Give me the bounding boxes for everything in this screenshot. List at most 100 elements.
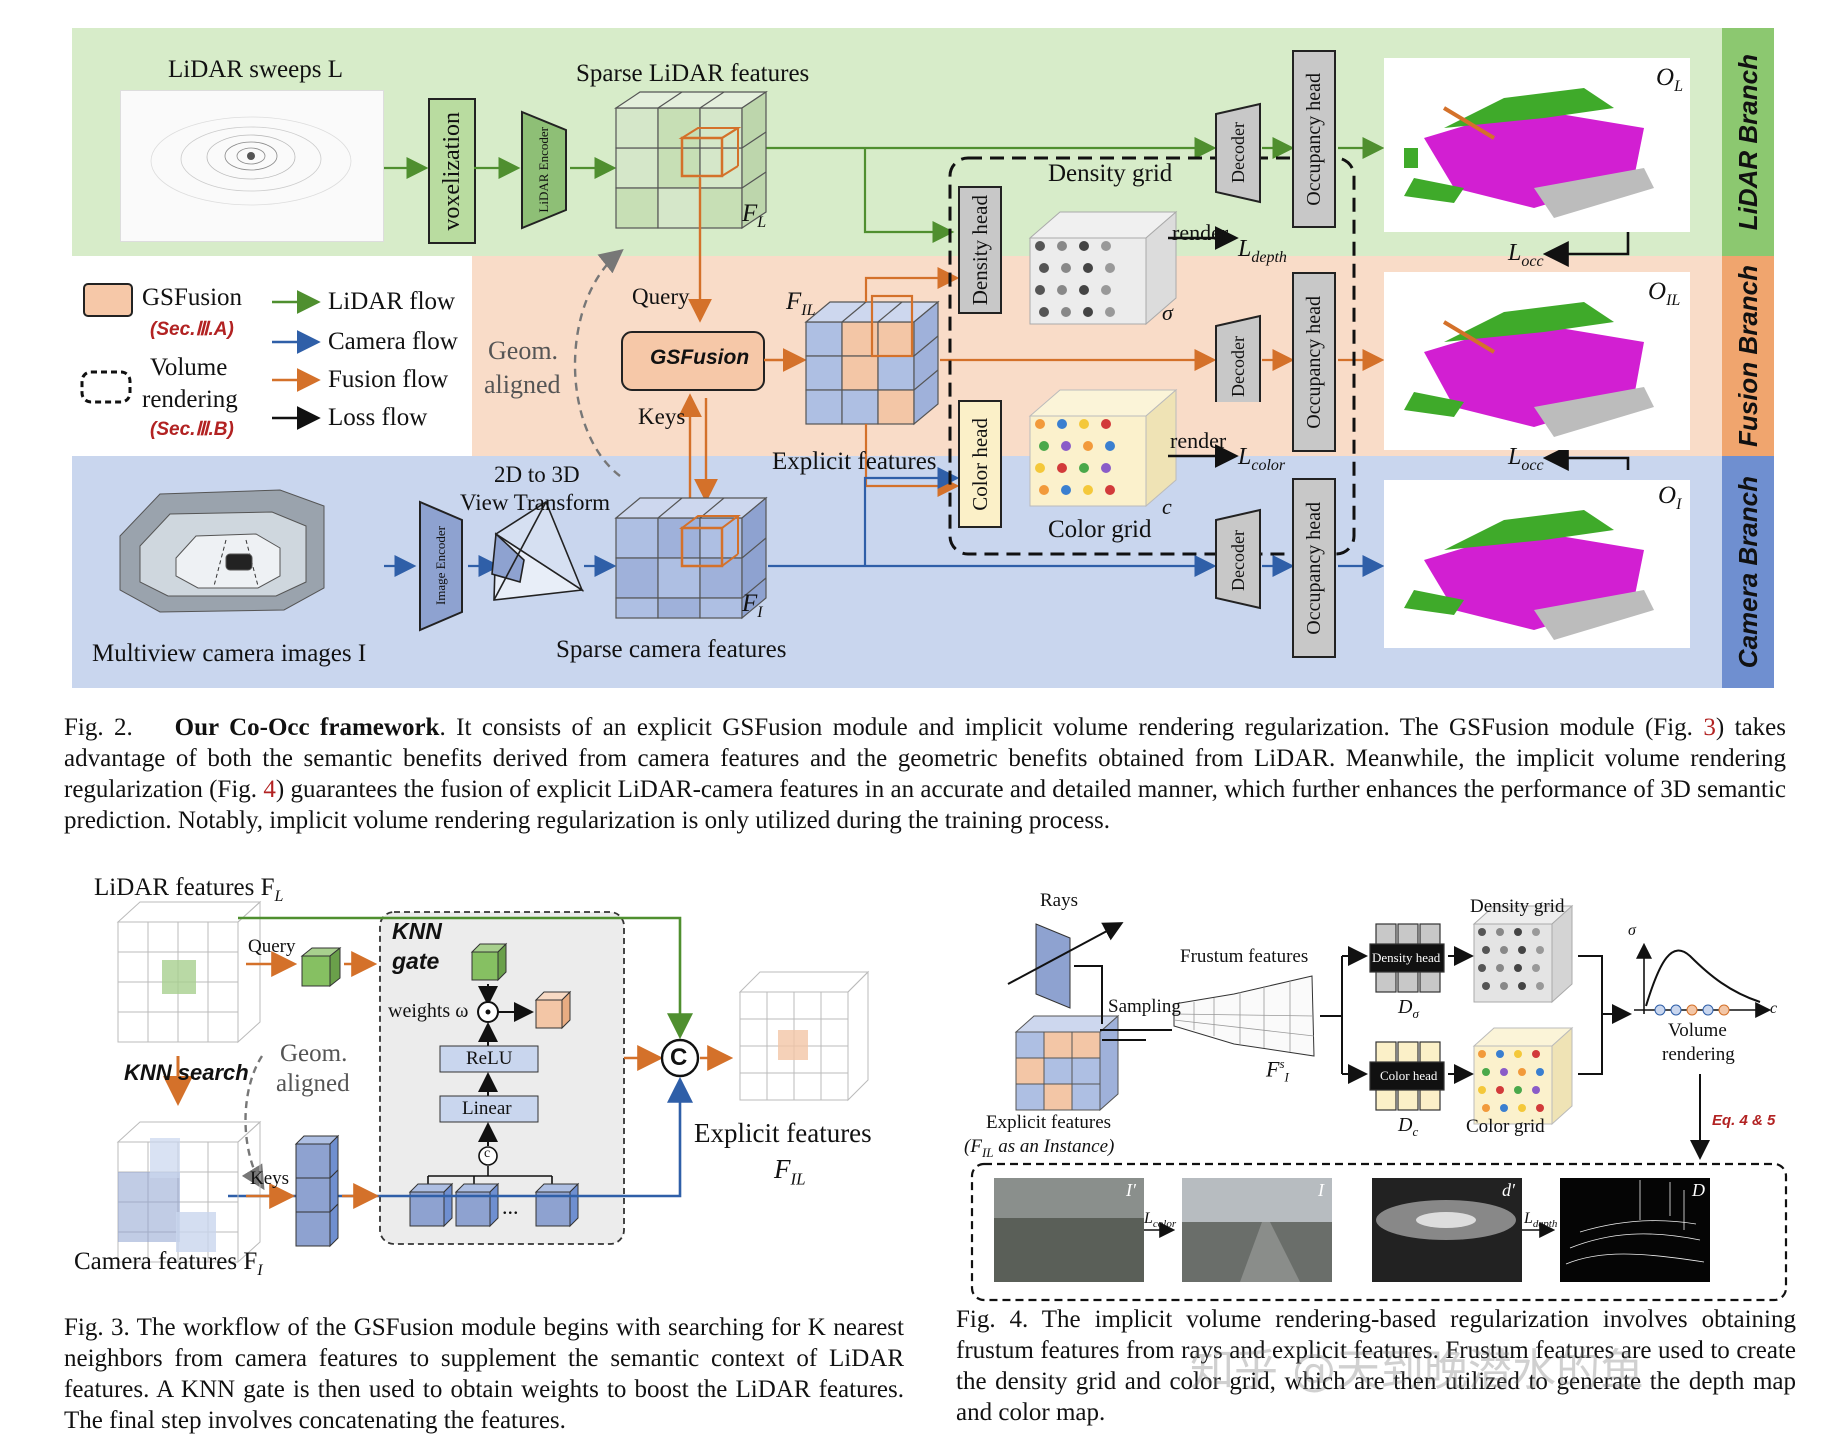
o-l-label: OL (1656, 64, 1683, 95)
fig4-frustum-label: Frustum features (1180, 946, 1309, 967)
grid-dot (1478, 928, 1486, 936)
density-head: Density head (958, 186, 1002, 314)
fig3: LiDAR features FL (0, 860, 920, 1440)
grid-dot (1035, 419, 1045, 429)
color-grid-label: Color grid (1048, 516, 1152, 543)
fig4-c-label: c (1770, 1000, 1778, 1017)
fig4-color-grid-label: Color grid (1466, 1116, 1545, 1137)
grid-dot (1536, 1104, 1544, 1112)
grid-dot (1083, 263, 1093, 273)
color-grid-points (1035, 419, 1115, 495)
grid-dot (1482, 946, 1490, 954)
c-label: c (1162, 494, 1172, 519)
grid-dot (1079, 463, 1089, 473)
fig4-d-c-label: Dc (1398, 1114, 1419, 1139)
image-encoder: Image Encoder (433, 526, 448, 606)
l-occ-label-2: Locc (1508, 444, 1544, 474)
legend-camera-flow: Camera flow (328, 328, 458, 355)
grid-dot (1482, 982, 1490, 990)
legend-gsfusion-ref: (Sec.Ⅲ.A) (150, 319, 234, 340)
grid-dot (1514, 964, 1522, 972)
2d-3d-label: 2D to 3D (494, 462, 580, 487)
grid-dot (1482, 1104, 1490, 1112)
fig4-caption: Fig. 4. The implicit volume rendering-ba… (956, 1306, 1796, 1426)
fig4-l-depth: Ldepth (1524, 1210, 1558, 1231)
grid-dot (1514, 928, 1522, 936)
grid-dot (1039, 263, 1049, 273)
grid-dot (1101, 285, 1111, 295)
grid-dot (1105, 307, 1115, 317)
fig3-dots: ... (502, 1194, 519, 1219)
color-head: Color head (958, 400, 1002, 528)
fig2-graphics (80, 90, 1630, 632)
grid-dot (1496, 928, 1504, 936)
density-grid-label: Density grid (1048, 160, 1173, 187)
fusion-branch-tab: Fusion Branch (1722, 256, 1774, 456)
grid-dot (1478, 1050, 1486, 1058)
fig4-d-sigma-label: Dσ (1398, 996, 1419, 1021)
occupancy-head-camera: Occupancy head (1292, 478, 1336, 658)
grid-dot (1500, 1068, 1508, 1076)
grid-dot (1518, 946, 1526, 954)
grid-dot (1536, 1068, 1544, 1076)
occ-output-fusion (1384, 272, 1690, 450)
l-color-label: Lcolor (1238, 444, 1286, 474)
fig3-relu-label: ReLU (466, 1048, 513, 1069)
density-grid-points (1035, 241, 1115, 317)
grid-dot (1496, 1050, 1504, 1058)
grid-dot (1496, 964, 1504, 972)
legend-volume: Volume (150, 354, 228, 381)
lidar-cube (614, 90, 768, 230)
fig3-explicit-features-label: Explicit features (694, 1118, 872, 1148)
occupancy-head-fusion: Occupancy head (1292, 272, 1336, 452)
fig4-volume-label: Volume (1668, 1020, 1727, 1041)
fig4-watermark: 知乎 @天到晚潜水的鱼 (1190, 1345, 1644, 1396)
legend-fusion-flow: Fusion flow (328, 366, 449, 393)
grid-dot (1101, 419, 1111, 429)
multiview-images (119, 489, 325, 613)
fig4-sigma-label: σ (1628, 922, 1636, 939)
grid-dot (1478, 1086, 1486, 1094)
grid-dot (1079, 285, 1089, 295)
o-il-label: OIL (1648, 278, 1681, 309)
grid-dot (1061, 441, 1071, 451)
voxelization-box: voxelization (428, 98, 476, 244)
l-depth-label: Ldepth (1238, 236, 1287, 266)
grid-dot (1101, 241, 1111, 251)
lidar-sweeps-image (120, 90, 384, 242)
camera-cube (614, 496, 768, 620)
query-label: Query (632, 284, 690, 309)
fig4-color-head-label: Color head (1380, 1068, 1438, 1083)
grid-dot (1083, 485, 1093, 495)
fig3-geom-label: Geom. (280, 1040, 348, 1067)
grid-dot (1057, 419, 1067, 429)
aligned-label: aligned (484, 370, 561, 399)
grid-dot (1039, 307, 1049, 317)
legend-volume-ref: (Sec.Ⅲ.B) (150, 419, 234, 440)
decoder-fusion: Decoder (1227, 335, 1248, 397)
fusion-cube (804, 294, 940, 426)
fig3-concat-c: C (670, 1044, 688, 1071)
fig3-keys-label: Keys (250, 1168, 290, 1189)
fig4-graphics (970, 904, 1788, 1302)
grid-dot (1478, 964, 1486, 972)
fig4-explicit-label: Explicit features (986, 1112, 1112, 1133)
camera-branch-tab: Camera Branch (1722, 456, 1774, 688)
decoder-lidar: Decoder (1227, 121, 1248, 183)
occupancy-head-lidar: Occupancy head (1292, 50, 1336, 228)
fig3-caption: Fig. 3. The workflow of the GSFusion mod… (64, 1314, 904, 1434)
grid-dot (1518, 1068, 1526, 1076)
fig4-d: D (1692, 1180, 1705, 1200)
o-i-label: OI (1658, 482, 1682, 513)
fig3-aligned-label: aligned (276, 1070, 350, 1097)
fig4: Rays Frustum features Sampling FsI Densi… (940, 860, 1833, 1440)
grid-dot (1482, 1068, 1490, 1076)
keys-label: Keys (638, 404, 686, 429)
grid-dot (1061, 263, 1071, 273)
legend-rendering: rendering (142, 386, 238, 413)
fig3-camera-features-label: Camera features FI (74, 1248, 263, 1279)
grid-dot (1061, 307, 1071, 317)
fig4-d-prime: d′ (1502, 1180, 1515, 1200)
fig4-i-prime: I′ (1126, 1180, 1136, 1200)
fig4-i: I (1318, 1180, 1324, 1200)
